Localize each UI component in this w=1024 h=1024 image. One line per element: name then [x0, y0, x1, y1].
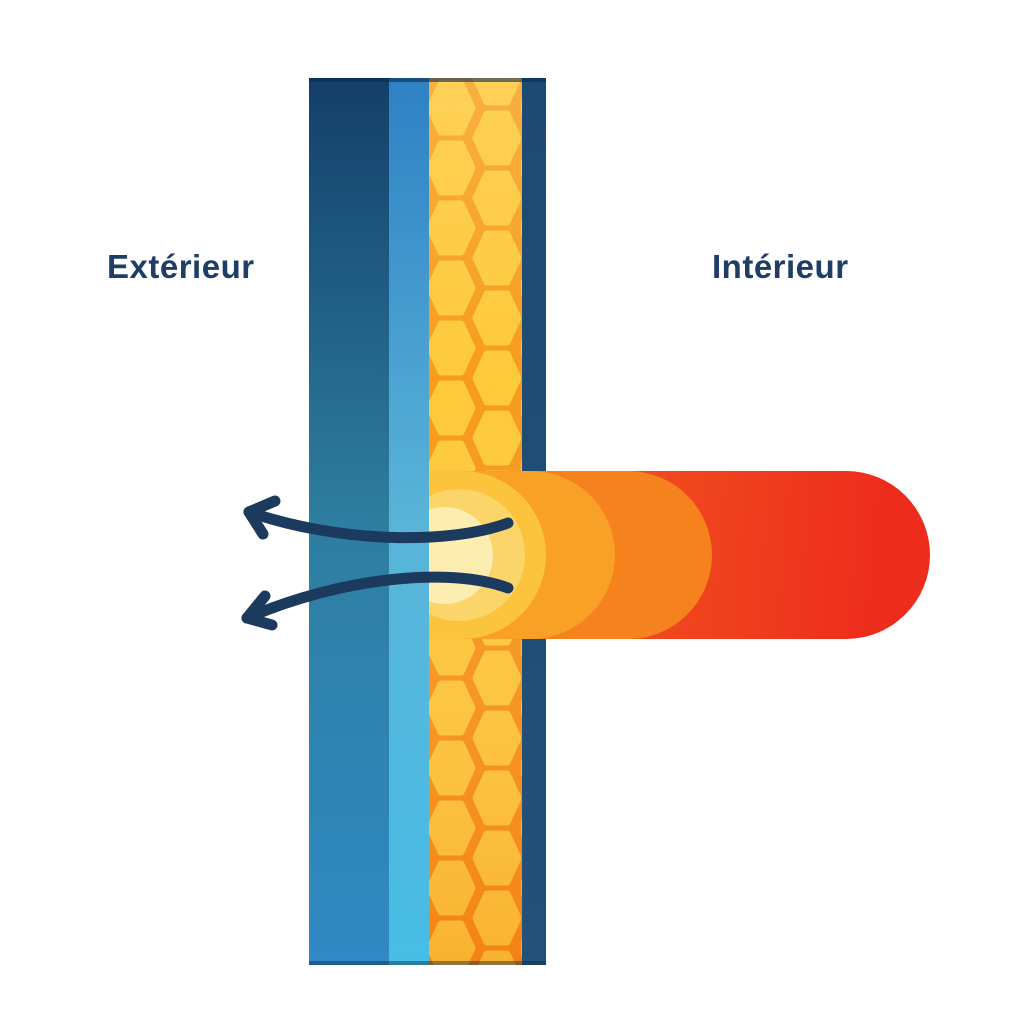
wall-membrane-layer [389, 78, 429, 965]
heat-escape-arrow-bottom [241, 571, 514, 624]
heat-escape-arrow-top [243, 506, 514, 544]
interior-label: Intérieur [712, 248, 849, 285]
exterior-label: Extérieur [107, 248, 255, 285]
wall-outer-cladding-layer [309, 78, 389, 965]
wall-top-edge [309, 78, 546, 82]
wall-bottom-edge [309, 961, 546, 965]
heat-flow-bar [429, 471, 930, 639]
